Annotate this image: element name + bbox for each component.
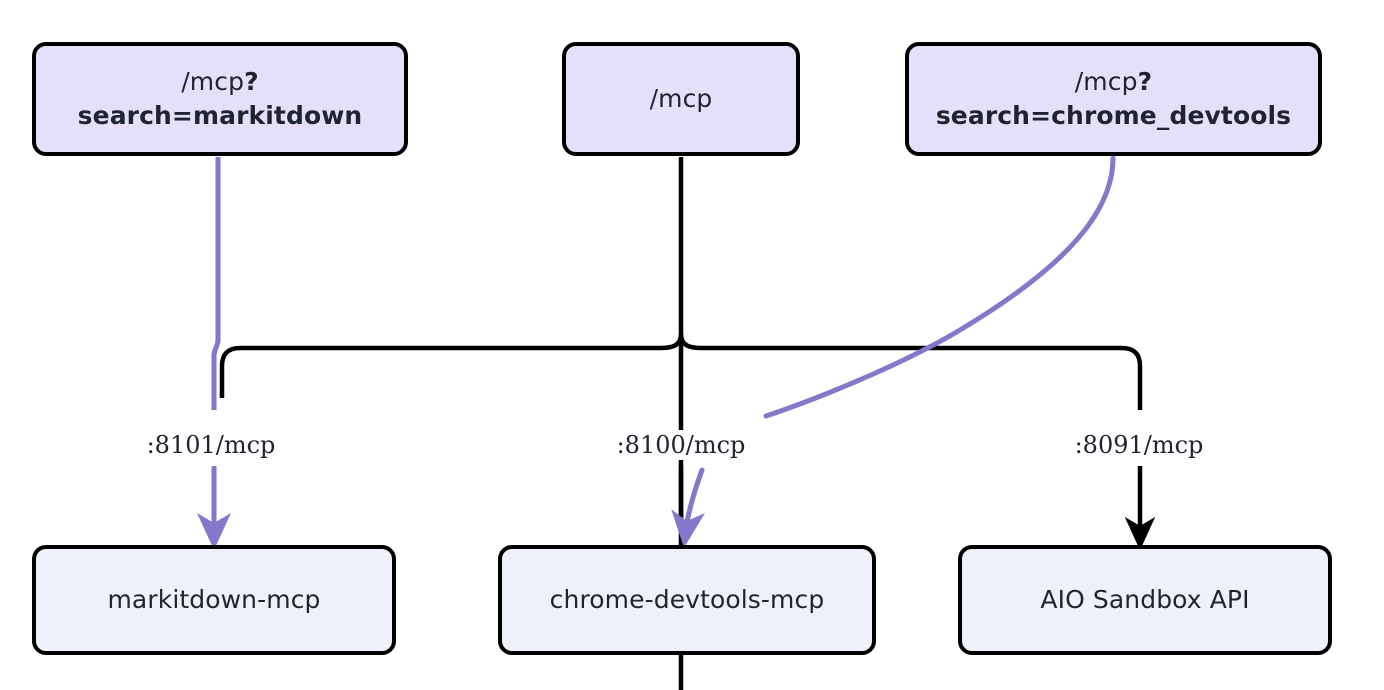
route-query-marker: ?: [1137, 66, 1153, 96]
route-query: search=markitdown: [77, 101, 363, 130]
service-node-aio-sandbox-api[interactable]: AIO Sandbox API: [958, 545, 1332, 655]
edge-markitdown-query: [211, 157, 221, 410]
edge-label-8091: :8091/mcp: [1067, 430, 1211, 461]
route-prefix: /mcp: [649, 83, 713, 113]
route-node-chrome-devtools-label: /mcp? search=chrome_devtools: [936, 65, 1291, 134]
service-node-markitdown-mcp[interactable]: markitdown-mcp: [32, 545, 396, 655]
edge-bus-left-branch: [219, 333, 684, 398]
route-node-plain-label: /mcp: [650, 82, 713, 117]
route-prefix: /mcp: [1074, 66, 1138, 96]
edge-label-8100: :8100/mcp: [609, 430, 753, 461]
edge-chrome-devtools-query: [763, 155, 1116, 419]
route-query-marker: ?: [244, 66, 259, 96]
edge-bus-right-branch: [678, 333, 1143, 410]
service-node-chrome-devtools-mcp-label: chrome-devtools-mcp: [549, 584, 825, 614]
service-node-chrome-devtools-mcp[interactable]: chrome-devtools-mcp: [498, 545, 876, 655]
route-prefix: /mcp: [181, 66, 245, 96]
edge-chrome-devtools-arrow: [671, 467, 705, 548]
route-node-plain[interactable]: /mcp: [562, 42, 800, 156]
service-node-markitdown-mcp-label: markitdown-mcp: [107, 584, 321, 614]
service-node-aio-sandbox-api-label: AIO Sandbox API: [1040, 584, 1250, 614]
edge-label-8101: :8101/mcp: [139, 430, 283, 461]
route-node-chrome-devtools[interactable]: /mcp? search=chrome_devtools: [905, 42, 1322, 156]
route-node-markitdown-label: /mcp? search=markitdown: [78, 65, 363, 134]
route-query: search=chrome_devtools: [935, 101, 1292, 130]
route-node-markitdown[interactable]: /mcp? search=markitdown: [32, 42, 408, 156]
